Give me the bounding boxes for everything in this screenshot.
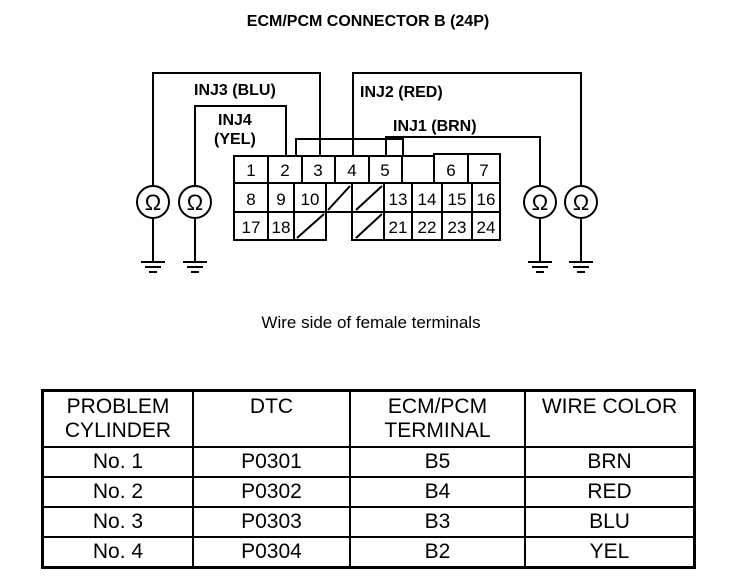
cell-wire-color: YEL: [524, 536, 696, 569]
wire-inj4: [194, 105, 287, 186]
pin-5: 5: [380, 161, 389, 180]
cell-dtc: P0303: [192, 506, 351, 538]
table-row: No. 4 P0304 B2 YEL: [41, 536, 696, 569]
pin-10: 10: [301, 190, 320, 209]
cell-dtc: P0304: [192, 536, 351, 569]
diagram-title: ECM/PCM CONNECTOR B (24P): [247, 13, 489, 30]
ground-icon: [569, 261, 593, 273]
ground-symbols: [141, 261, 593, 273]
diagram-caption: Wire side of female terminals: [261, 313, 480, 332]
ground-icon: [141, 261, 165, 273]
injector-symbols: Ω Ω Ω Ω: [136, 185, 598, 262]
ohm-symbol: Ω: [187, 190, 203, 215]
pin-7: 7: [479, 161, 488, 180]
ohm-symbol: Ω: [532, 190, 548, 215]
wire-inj3: [152, 72, 321, 186]
pin-1: 1: [246, 161, 255, 180]
cell-cylinder: No. 3: [41, 506, 194, 538]
table-row: No. 3 P0303 B3 BLU: [41, 506, 696, 538]
cell-terminal: B4: [349, 476, 526, 508]
header-dtc: DTC: [192, 389, 351, 448]
label-inj1: INJ1 (BRN): [393, 118, 477, 135]
header-text: DTC: [249, 395, 294, 418]
ohmmeter-icon: Ω: [178, 185, 212, 262]
pin-4: 4: [347, 161, 356, 180]
pin-17: 17: [242, 218, 261, 237]
pin-6: 6: [446, 161, 455, 180]
label-inj4-line1: INJ4: [218, 112, 252, 129]
pin-14: 14: [418, 190, 437, 209]
cell-cylinder: No. 1: [41, 446, 194, 478]
ohmmeter-icon: Ω: [523, 185, 557, 262]
pin-3: 3: [313, 161, 322, 180]
connector-outline: [233, 153, 501, 241]
wiring: [152, 72, 582, 186]
cell-terminal: B3: [349, 506, 526, 538]
wire-inj2: [352, 72, 582, 186]
pin-8: 8: [246, 190, 255, 209]
header-wire-color: WIRE COLOR: [524, 389, 696, 448]
table-row: No. 2 P0302 B4 RED: [41, 476, 696, 508]
cell-cylinder: No. 4: [41, 536, 194, 569]
cell-dtc: P0301: [192, 446, 351, 478]
ohm-symbol: Ω: [145, 190, 161, 215]
ohm-symbol: Ω: [573, 190, 589, 215]
ohmmeter-icon: Ω: [136, 185, 170, 262]
label-inj4-line2: (YEL): [214, 131, 256, 148]
label-inj2: INJ2 (RED): [360, 84, 443, 101]
pin-16: 16: [477, 190, 496, 209]
pin-22: 22: [418, 218, 437, 237]
cell-wire-color: BRN: [524, 446, 696, 478]
cell-terminal: B5: [349, 446, 526, 478]
cell-terminal: B2: [349, 536, 526, 569]
pin-23: 23: [448, 218, 467, 237]
wire-inj1: [385, 136, 541, 186]
connector-diagram: ECM/PCM CONNECTOR B (24P) INJ3 (BLU) INJ…: [136, 13, 598, 332]
pin-2: 2: [280, 161, 289, 180]
cell-cylinder: No. 2: [41, 476, 194, 508]
pin-24: 24: [477, 218, 496, 237]
label-inj3: INJ3 (BLU): [194, 82, 276, 99]
pin-numbers: 1 2 3 4 5 6 7 8 9 10 13 14 15 16 17 18 2…: [242, 161, 496, 237]
header-text: PROBLEM: [66, 395, 170, 418]
table-row: No. 1 P0301 B5 BRN: [41, 446, 696, 478]
cell-wire-color: BLU: [524, 506, 696, 538]
header-text: ECM/PCM: [387, 395, 488, 418]
pin-21: 21: [389, 218, 408, 237]
header-text: WIRE COLOR: [541, 395, 678, 418]
connector: [233, 153, 501, 241]
header-text: CYLINDER: [64, 419, 172, 442]
ohmmeter-icon: Ω: [564, 185, 598, 262]
ground-icon: [183, 261, 207, 273]
header-text: TERMINAL: [384, 419, 491, 442]
pin-13: 13: [389, 190, 408, 209]
pin-18: 18: [272, 218, 291, 237]
pin-9: 9: [276, 190, 285, 209]
cell-wire-color: RED: [524, 476, 696, 508]
ground-icon: [528, 261, 552, 273]
pin-15: 15: [448, 190, 467, 209]
cell-dtc: P0302: [192, 476, 351, 508]
wire-bridge: [295, 138, 404, 156]
